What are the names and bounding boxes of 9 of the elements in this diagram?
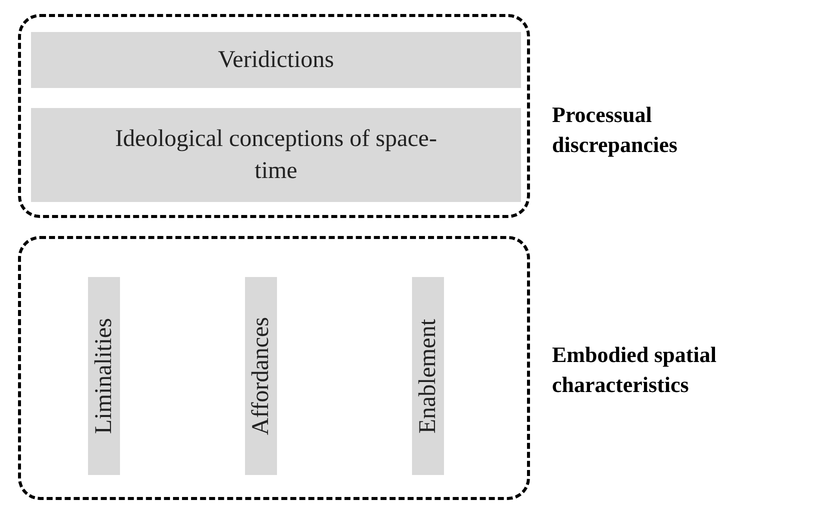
- dashed-group-box: [18, 14, 530, 218]
- label-bar: Affordances: [245, 277, 277, 475]
- dashed-group-box: [18, 236, 530, 500]
- label-bar: Veridictions: [31, 32, 521, 88]
- label-bar: Enablement: [412, 277, 444, 475]
- group-heading: Processual discrepancies: [552, 101, 678, 159]
- group-heading: Embodied spatial characteristics: [552, 341, 718, 399]
- label-bar: Ideological conceptions of space-time: [31, 108, 521, 202]
- label-bar: Liminalities: [88, 277, 120, 475]
